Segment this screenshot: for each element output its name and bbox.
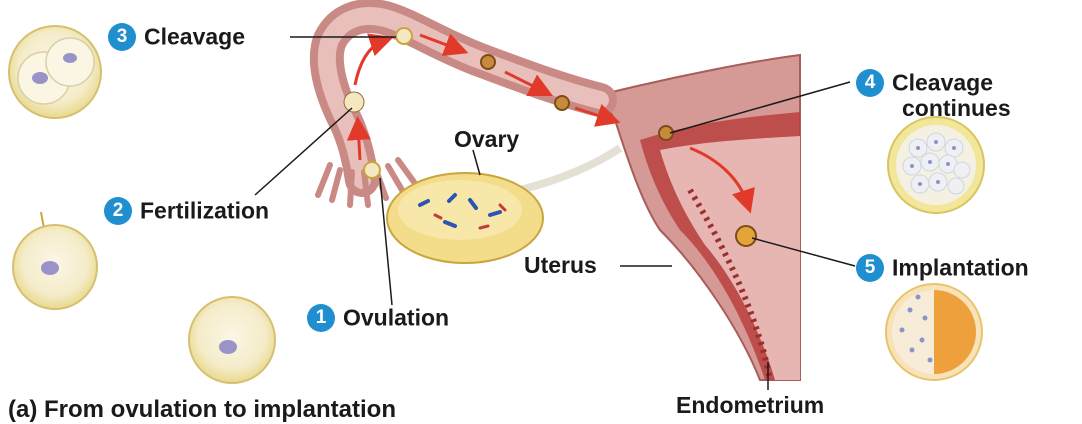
step-3-text: Cleavage [144,23,246,50]
leader-lines [254,36,856,390]
label-step-4-cleavage-continues: 4 Cleavage [856,69,993,97]
fertilized-egg-illustration [12,211,98,310]
ovarian-ligament [519,144,623,194]
step-4-badge: 4 [856,69,884,97]
step-5-text: Implantation [892,254,1029,281]
label-endometrium: Endometrium [676,392,825,418]
step-3-badge: 3 [108,23,136,51]
label-uterus: Uterus [524,252,597,278]
embryo-stages [343,27,757,247]
travel-arrows [346,33,755,214]
blastocyst-illustration [885,283,983,381]
uterus [598,53,801,381]
step-1-text: Ovulation [343,304,450,331]
label-step-4-line2: continues [902,97,1011,120]
oocyte-illustration [188,296,276,384]
step-4-text-line1: Cleavage [892,69,994,96]
two-cell-embryo-illustration [8,25,102,119]
step-4-text-line2: continues [902,95,1011,121]
label-ovary: Ovary [454,126,520,152]
ovary [386,172,544,264]
step-2-text: Fertilization [140,197,270,224]
step-2-badge: 2 [104,197,132,225]
morula-illustration [887,116,985,214]
step-1-badge: 1 [307,304,335,332]
figure-caption: (a) From ovulation to implantation [8,396,396,423]
label-step-2-fertilization: 2 Fertilization [104,197,269,225]
label-step-3-cleavage: 3 Cleavage [108,23,245,51]
label-step-5-implantation: 5 Implantation [856,254,1029,282]
step-5-badge: 5 [856,254,884,282]
label-step-1-ovulation: 1 Ovulation [307,304,449,332]
